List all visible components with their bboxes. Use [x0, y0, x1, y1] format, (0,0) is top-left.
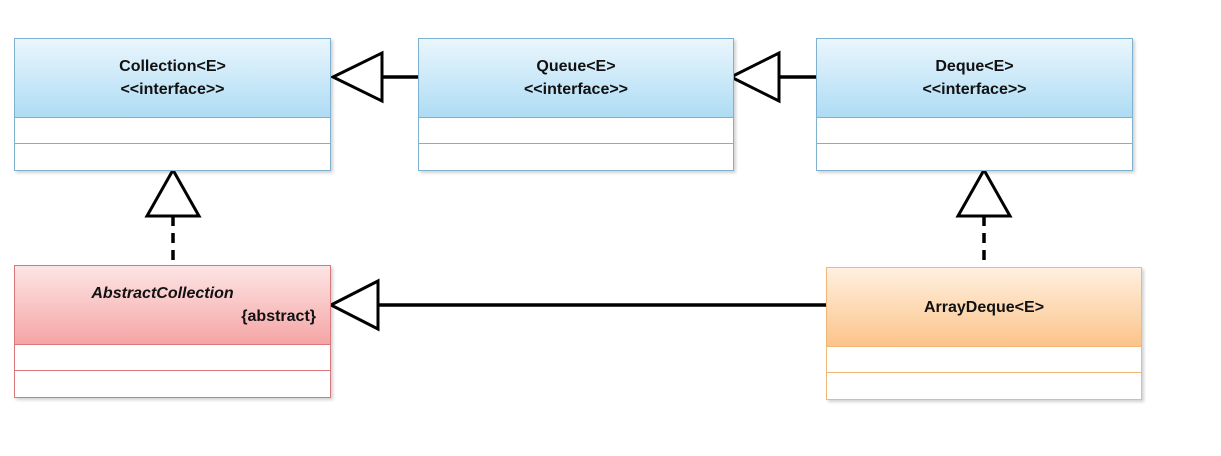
array-deque-class-header: ArrayDeque<E>: [827, 268, 1141, 347]
deque-class-box[interactable]: Deque<E> <<interface>>: [816, 38, 1133, 171]
abstract-collection-class-box[interactable]: AbstractCollection {abstract}: [14, 265, 331, 398]
methods-compartment: [15, 144, 330, 170]
attributes-compartment: [817, 118, 1132, 144]
abstract-collection-class-header: AbstractCollection {abstract}: [15, 266, 330, 345]
methods-compartment: [827, 373, 1141, 399]
queue-class-box[interactable]: Queue<E> <<interface>>: [418, 38, 734, 171]
arraydeque-to-deque-arrowhead: [955, 166, 1013, 218]
array-deque-class-box[interactable]: ArrayDeque<E>: [826, 267, 1142, 400]
queue-to-collection-arrowhead: [329, 50, 384, 104]
queue-class-header: Queue<E> <<interface>>: [419, 39, 733, 118]
class-name: AbstractCollection: [91, 285, 234, 302]
attributes-compartment: [419, 118, 733, 144]
arraydeque-to-abstractcollection-arrowhead: [327, 278, 380, 332]
class-name: Collection<E>: [119, 58, 226, 75]
collection-class-box[interactable]: Collection<E> <<interface>>: [14, 38, 331, 171]
class-name: Deque<E>: [935, 58, 1014, 75]
class-name: Queue<E>: [536, 58, 616, 75]
attributes-compartment: [15, 345, 330, 371]
class-stereotype: <<interface>>: [523, 81, 629, 98]
collection-class-header: Collection<E> <<interface>>: [15, 39, 330, 118]
deque-to-queue-arrowhead: [727, 50, 781, 104]
methods-compartment: [419, 144, 733, 170]
class-stereotype: <<interface>>: [120, 81, 225, 98]
attributes-compartment: [827, 347, 1141, 373]
attributes-compartment: [15, 118, 330, 144]
methods-compartment: [817, 144, 1132, 170]
class-name: ArrayDeque<E>: [923, 298, 1045, 316]
deque-class-header: Deque<E> <<interface>>: [817, 39, 1132, 118]
class-stereotype: {abstract}: [241, 308, 316, 325]
methods-compartment: [15, 371, 330, 397]
abstractcollection-to-collection-arrowhead: [144, 166, 202, 218]
class-stereotype: <<interface>>: [922, 81, 1027, 98]
